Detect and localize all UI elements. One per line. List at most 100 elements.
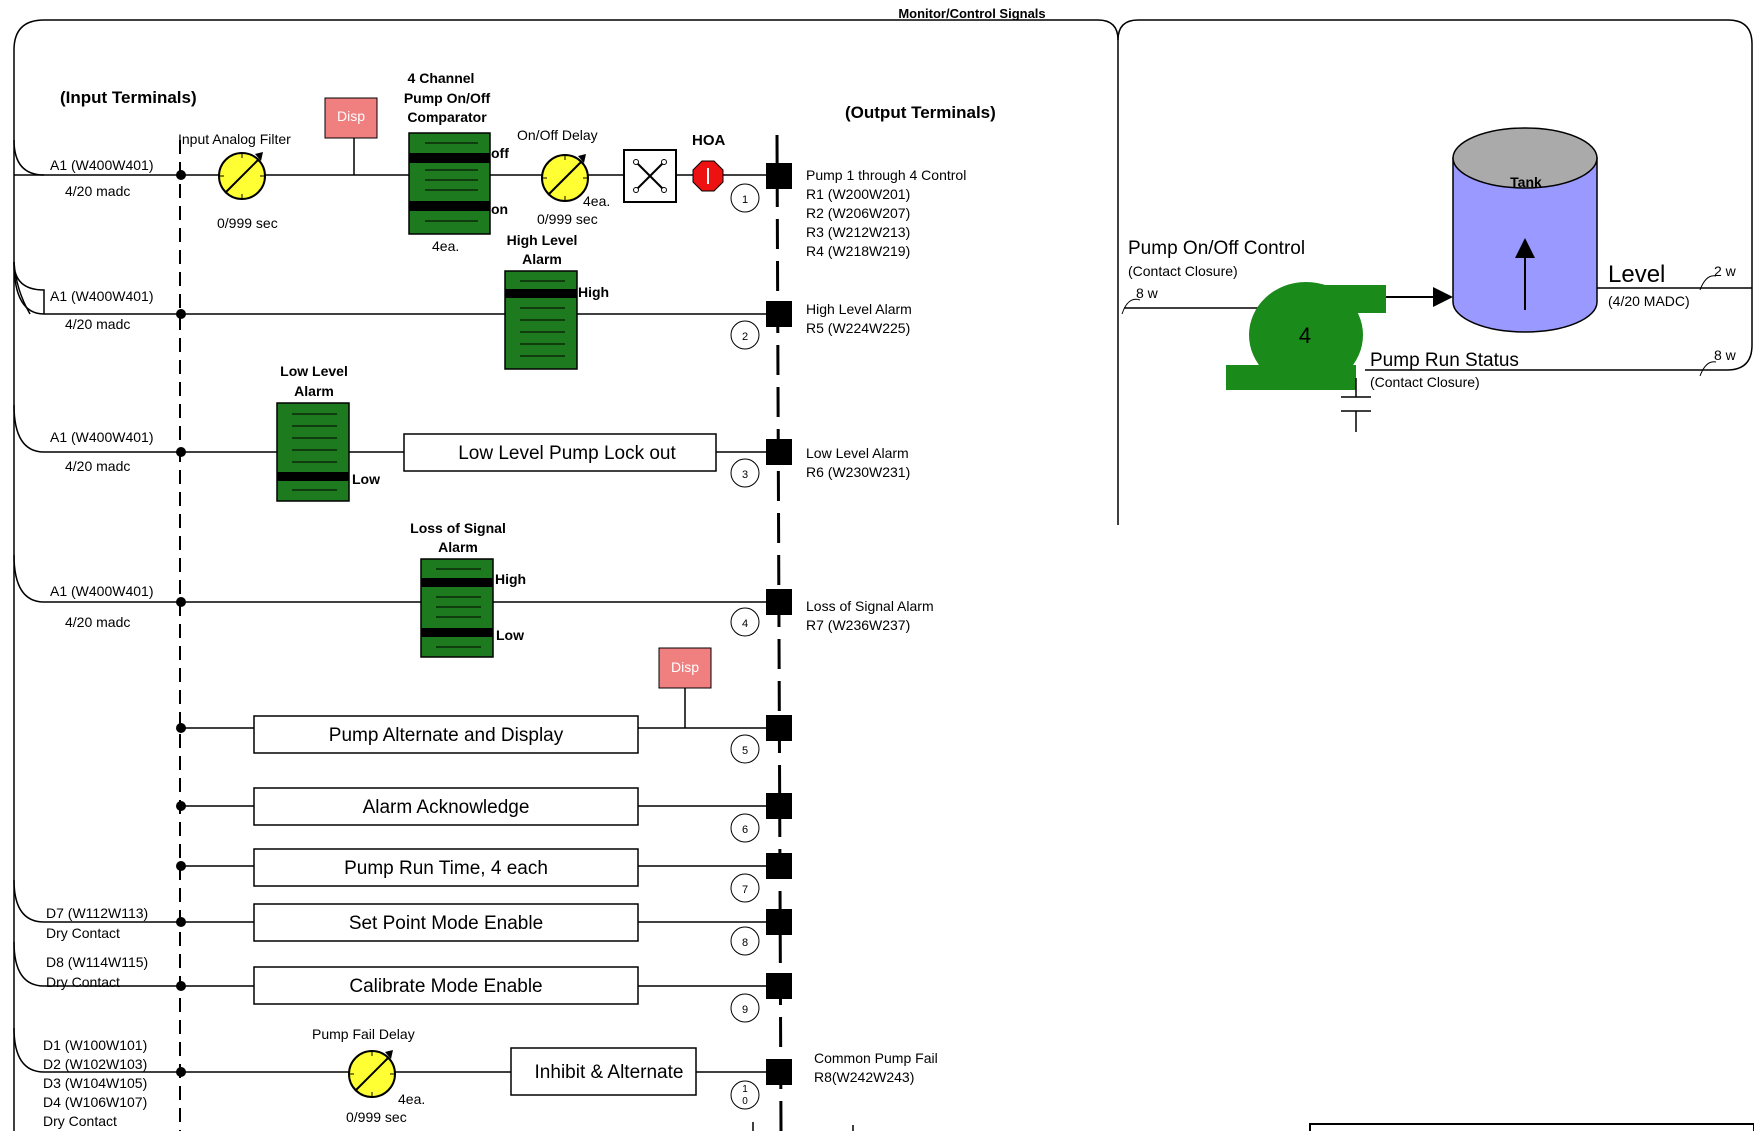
right-frame bbox=[1117, 19, 1753, 371]
row10-input-2: D2 (W102W103) bbox=[43, 1056, 147, 1072]
pump-control-sub: (Contact Closure) bbox=[1128, 263, 1238, 279]
row1-disp-box[interactable] bbox=[324, 97, 378, 139]
row10-delay-dial-icon[interactable] bbox=[348, 1049, 396, 1098]
row5-box[interactable] bbox=[253, 715, 639, 754]
row1-comparator-title-1: 4 Channel bbox=[408, 70, 475, 86]
row7-box[interactable] bbox=[253, 848, 639, 887]
row1-input-sub: 4/20 madc bbox=[65, 183, 130, 199]
row1-comparator[interactable] bbox=[408, 132, 491, 235]
row9-label: Calibrate Mode Enable bbox=[349, 976, 542, 997]
row9-box[interactable] bbox=[253, 966, 639, 1005]
row9-input-sub: Dry Contact bbox=[46, 974, 120, 990]
row1-comparator-on: on bbox=[491, 201, 508, 217]
run-status-label: Pump Run Status bbox=[1370, 350, 1519, 371]
row1-hoa-label: HOA bbox=[692, 132, 726, 149]
row5-number-circle bbox=[730, 734, 760, 764]
row4-tag-high: High bbox=[495, 571, 526, 587]
row6-box[interactable] bbox=[253, 787, 639, 826]
row10-input-5: Dry Contact bbox=[43, 1113, 117, 1129]
row8-label: Set Point Mode Enable bbox=[349, 913, 543, 934]
row6-number: 6 bbox=[742, 824, 748, 836]
row3-lockout-label: Low Level Pump Lock out bbox=[458, 443, 676, 464]
row3-alarm-tag: Low bbox=[352, 471, 380, 487]
row2-output-1: High Level Alarm bbox=[806, 301, 912, 317]
pump-count: 4 bbox=[1299, 323, 1311, 348]
row7-number-circle bbox=[730, 873, 760, 903]
row5-number: 5 bbox=[742, 745, 748, 757]
row1-delay-count: 4ea. bbox=[583, 193, 610, 209]
legend-box-edge bbox=[1309, 1123, 1754, 1131]
row2-alarm-tag: High bbox=[578, 284, 609, 300]
row1-delay-range: 0/999 sec bbox=[537, 211, 598, 227]
row1-filter-dial-icon[interactable] bbox=[218, 151, 266, 200]
row4-number: 4 bbox=[742, 618, 748, 630]
row10-number-top: 1 bbox=[742, 1084, 748, 1095]
left-frame bbox=[13, 19, 1119, 1131]
tank-label: Tank bbox=[1510, 174, 1542, 190]
row1-delay-label: On/Off Delay bbox=[517, 127, 598, 143]
row1-comparator-title-2: Pump On/Off bbox=[404, 90, 491, 106]
switch-matrix-icon[interactable] bbox=[623, 149, 677, 203]
row6-number-circle bbox=[730, 813, 760, 843]
row3-input-label: A1 (W400W401) bbox=[50, 429, 153, 445]
row2-input-sub: 4/20 madc bbox=[65, 316, 130, 332]
row3-lockout-box[interactable] bbox=[403, 433, 717, 472]
row2-number: 2 bbox=[742, 331, 748, 343]
input-terminals-label: (Input Terminals) bbox=[60, 88, 197, 107]
row3-number: 3 bbox=[742, 469, 748, 481]
pump-icon[interactable] bbox=[1226, 282, 1386, 390]
row10-delay-count: 4ea. bbox=[398, 1091, 425, 1107]
row4-output-2: R7 (W236W237) bbox=[806, 617, 910, 633]
row8-input-sub: Dry Contact bbox=[46, 925, 120, 941]
row3-alarm-title-1: Low Level bbox=[280, 363, 348, 379]
row1-comparator-off: off bbox=[491, 145, 509, 161]
row2-alarm-title-1: High Level bbox=[507, 232, 578, 248]
row4-alarm-title-2: Alarm bbox=[438, 539, 478, 555]
row1-filter-label: Input Analog Filter bbox=[178, 131, 291, 147]
row2-alarm-title-2: Alarm bbox=[522, 251, 562, 267]
row1-output-1: Pump 1 through 4 Control bbox=[806, 167, 966, 183]
output-terminal-blocks bbox=[766, 163, 792, 1085]
row6-label: Alarm Acknowledge bbox=[363, 797, 530, 818]
row8-number-circle bbox=[730, 926, 760, 956]
row10-input-4: D4 (W106W107) bbox=[43, 1094, 147, 1110]
row7-label: Pump Run Time, 4 each bbox=[344, 858, 548, 879]
row3-output-1: Low Level Alarm bbox=[806, 445, 909, 461]
row9-number: 9 bbox=[742, 1004, 748, 1016]
row2-input-label: A1 (W400W401) bbox=[50, 288, 153, 304]
row2-output-2: R5 (W224W225) bbox=[806, 320, 910, 336]
stop-octagon-icon[interactable] bbox=[692, 160, 724, 192]
row8-number: 8 bbox=[742, 937, 748, 949]
tank-icon[interactable] bbox=[1452, 127, 1598, 333]
row10-delay-range: 0/999 sec bbox=[346, 1109, 407, 1125]
row4-number-circle bbox=[730, 607, 760, 637]
pump-control-label: Pump On/Off Control bbox=[1128, 238, 1305, 259]
row5-disp-box[interactable] bbox=[658, 647, 712, 689]
level-label: Level bbox=[1608, 261, 1665, 288]
row2-number-circle bbox=[730, 320, 760, 350]
row1-output-5: R4 (W218W219) bbox=[806, 243, 910, 259]
row4-tag-low: Low bbox=[496, 627, 524, 643]
row1-number: 1 bbox=[742, 194, 748, 206]
row1-output-2: R1 (W200W201) bbox=[806, 186, 910, 202]
row10-number-circle bbox=[730, 1080, 760, 1110]
row1-filter-range: 0/999 sec bbox=[217, 215, 278, 231]
row8-box[interactable] bbox=[253, 903, 639, 942]
run-status-wires: 8 w bbox=[1714, 347, 1737, 363]
pump-control-wires: 8 w bbox=[1136, 285, 1159, 301]
row1-delay-dial-icon[interactable] bbox=[541, 153, 589, 202]
row1-number-circle bbox=[730, 183, 760, 213]
row9-number-circle bbox=[730, 993, 760, 1023]
row5-disp-label: Disp bbox=[671, 659, 699, 675]
row3-low-level-alarm[interactable] bbox=[276, 402, 350, 502]
row4-input-label: A1 (W400W401) bbox=[50, 583, 153, 599]
row4-loss-of-signal-alarm[interactable] bbox=[420, 558, 494, 658]
row5-label: Pump Alternate and Display bbox=[329, 725, 564, 746]
row7-number: 7 bbox=[742, 884, 748, 896]
diagram-title: Monitor/Control Signals bbox=[898, 6, 1045, 21]
row10-box[interactable] bbox=[510, 1047, 697, 1096]
row2-high-level-alarm[interactable] bbox=[504, 270, 578, 370]
row4-input-sub: 4/20 madc bbox=[65, 614, 130, 630]
level-wires: 2 w bbox=[1714, 263, 1737, 279]
